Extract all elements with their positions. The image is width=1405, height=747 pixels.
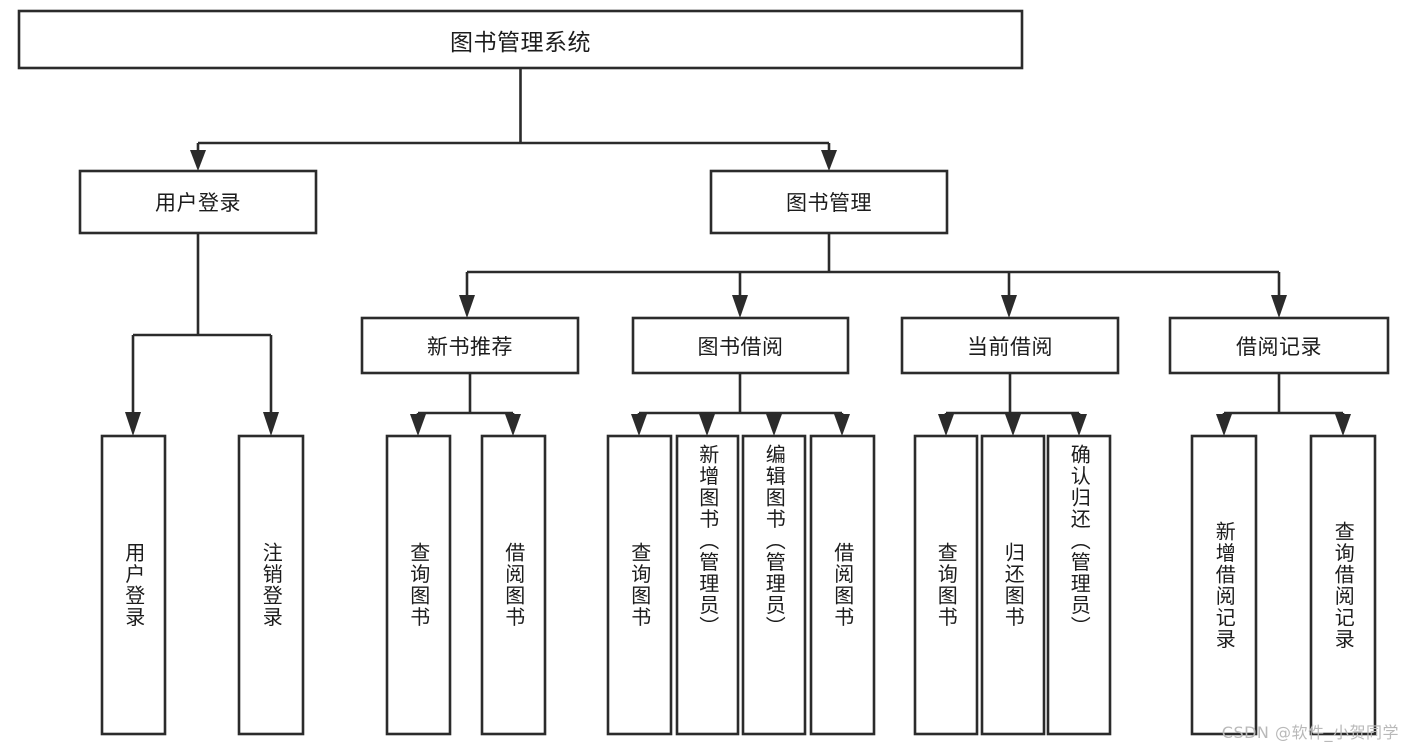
arrow-book-borrow: [732, 295, 748, 318]
node-box-leaf-borrow-book-1[interactable]: [480, 434, 547, 736]
node-box-root[interactable]: [17, 9, 1024, 70]
node-box-leaf-add-book[interactable]: [675, 434, 740, 736]
connector-group-user-login-children: [125, 233, 279, 436]
node-box-leaf-query-borrow-record[interactable]: [1309, 434, 1377, 736]
arrow-new-book-recommend: [459, 295, 475, 318]
connector-group-borrow-record-children: [1216, 373, 1351, 436]
arrow-current-borrow: [1001, 295, 1017, 318]
arrow-leaf-return-book: [1005, 414, 1021, 436]
node-box-leaf-query-book-3[interactable]: [913, 434, 979, 736]
arrow-leaf-borrow-book-2: [834, 414, 850, 436]
connector-group-book-manage-children: [459, 233, 1287, 318]
connector-group-root-to-level1: [190, 68, 837, 171]
node-box-leaf-confirm-return[interactable]: [1046, 434, 1112, 736]
arrow-leaf-borrow-book-1: [505, 414, 521, 436]
node-box-current-borrow[interactable]: [900, 316, 1120, 375]
node-box-new-book-recommend[interactable]: [360, 316, 580, 375]
node-box-leaf-add-borrow-record[interactable]: [1190, 434, 1258, 736]
arrow-leaf-edit-book: [766, 414, 782, 436]
node-box-book-borrow[interactable]: [631, 316, 850, 375]
node-box-leaf-logout[interactable]: [237, 434, 305, 736]
arrow-book-manage: [821, 150, 837, 171]
connector-group-book-borrow-children: [631, 373, 850, 436]
arrow-leaf-query-book-1: [410, 414, 426, 436]
arrow-borrow-record: [1271, 295, 1287, 318]
arrow-leaf-add-book: [699, 414, 715, 436]
arrow-leaf-query-book-3: [938, 414, 954, 436]
node-box-leaf-borrow-book-2[interactable]: [809, 434, 876, 736]
node-box-leaf-edit-book[interactable]: [741, 434, 807, 736]
node-box-borrow-record[interactable]: [1168, 316, 1390, 375]
node-box-leaf-user-login[interactable]: [100, 434, 167, 736]
arrow-user-login: [190, 150, 206, 171]
arrow-leaf-query-book-2: [631, 414, 647, 436]
connector-group-new-book-recommend-children: [410, 373, 521, 436]
connector-group-current-borrow-children: [938, 373, 1087, 436]
node-box-book-manage[interactable]: [709, 169, 949, 235]
node-box-user-login[interactable]: [78, 169, 318, 235]
arrow-leaf-add-borrow-record: [1216, 414, 1232, 436]
node-box-leaf-query-book-1[interactable]: [385, 434, 452, 736]
node-box-leaf-return-book[interactable]: [980, 434, 1046, 736]
arrow-leaf-query-borrow-record: [1335, 414, 1351, 436]
node-box-leaf-query-book-2[interactable]: [606, 434, 673, 736]
arrow-leaf-user-login: [125, 412, 141, 436]
csdn-watermark: CSDN @软件_小贺同学: [1221, 723, 1399, 742]
arrow-leaf-logout: [263, 412, 279, 436]
arrow-leaf-confirm-return: [1071, 414, 1087, 436]
